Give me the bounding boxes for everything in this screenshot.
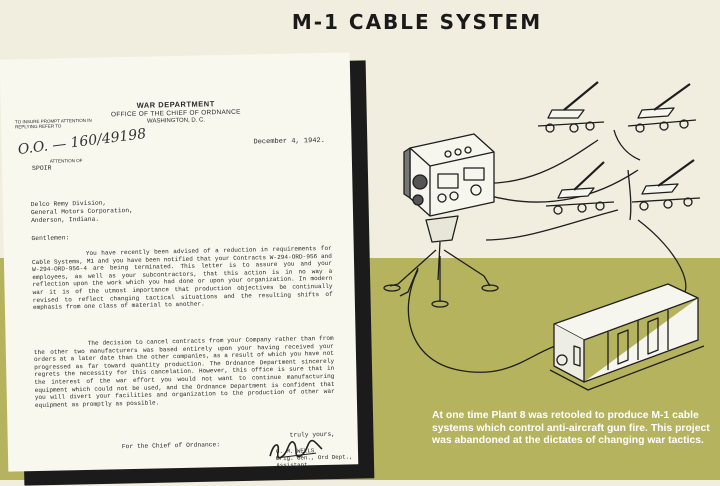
cable-system-illustration (383, 81, 705, 391)
anti-aircraft-gun-icon (627, 83, 697, 133)
address-line: Anderson, Indiana. (31, 215, 100, 225)
attention-label: ATTENTION OF (49, 157, 83, 164)
generator-unit-icon (549, 283, 705, 391)
signer-block: G. M. WELLS Brig. Gen., Ord Dept., Assis… (276, 446, 353, 469)
caption-text: At one time Plant 8 was retooled to prod… (432, 410, 710, 446)
anti-aircraft-gun-icon (537, 81, 605, 133)
anti-aircraft-gun-icon (631, 159, 701, 211)
letter-document: TO INSURE PROMPT ATTENTION IN REPLYING R… (0, 52, 359, 472)
recipient-address: Delco Remy Division, General Motors Corp… (31, 199, 134, 225)
letter-date: December 4, 1942. (253, 136, 326, 147)
director-unit-icon (383, 133, 499, 308)
page-title: M-1 CABLE SYSTEM (291, 10, 543, 34)
handwritten-reference: O.O. — 160/49198 (16, 125, 148, 159)
signature-icon (269, 439, 323, 459)
salutation: Gentlemen: (31, 234, 70, 243)
letter-paragraph-1: You have recently been advised of a redu… (31, 244, 333, 312)
anti-aircraft-gun-icon (545, 161, 615, 215)
attention-value: SPOIR (31, 164, 52, 173)
letter-paragraph-2: The decision to cancel contracts from yo… (33, 334, 335, 409)
letterhead: WAR DEPARTMENT OFFICE OF THE CHIEF OF OR… (1, 96, 351, 127)
closing-for: For the Chief of Ordnance: (121, 441, 221, 451)
